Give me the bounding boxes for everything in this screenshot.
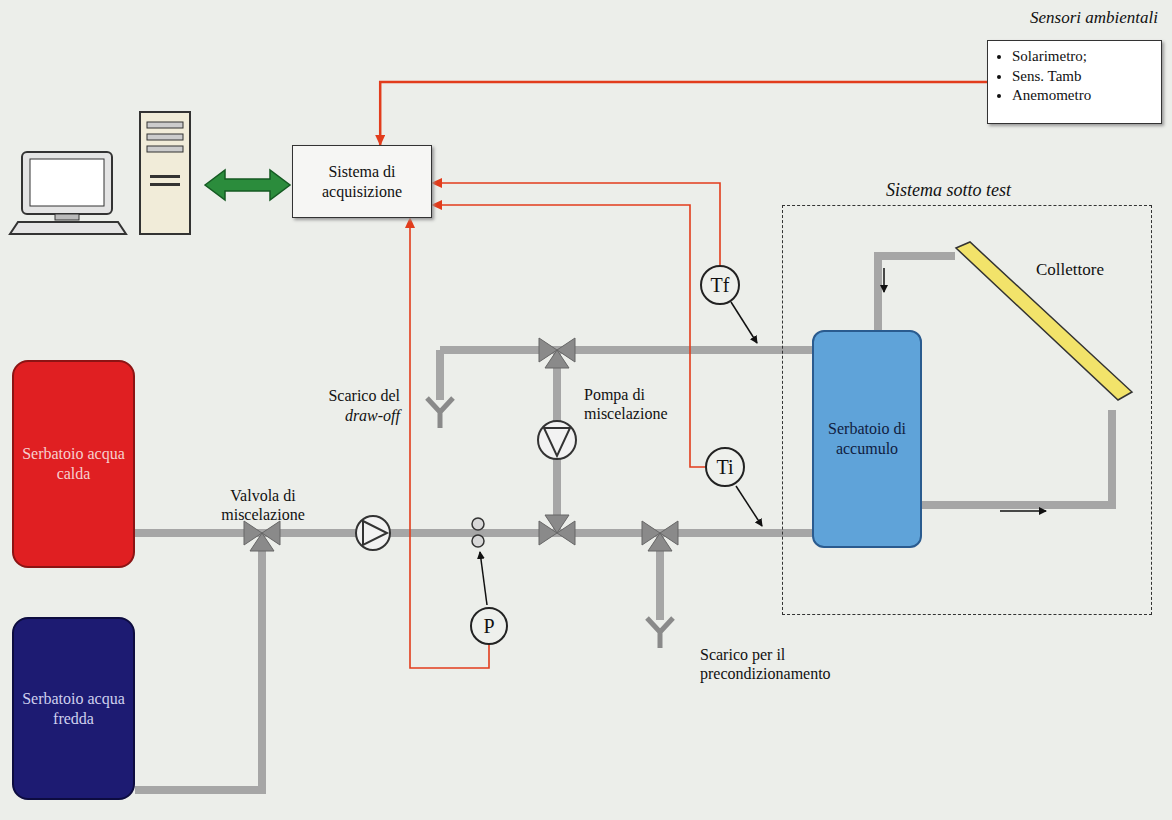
sensor-name: Anemometro (1012, 86, 1155, 106)
signal-wire (380, 82, 987, 145)
solar-collector: Collettore (940, 240, 1150, 430)
acquisition-box: Sistema di acquisizione (292, 145, 432, 218)
pipe-label: Pompa di miscelazione (584, 385, 684, 423)
storage-tank: Serbatoio di accumulo (812, 330, 922, 548)
signal-wire (410, 218, 489, 668)
cold-water-tank: Serbatoio acqua fredda (12, 617, 135, 800)
computer-icon (10, 112, 190, 234)
hot-water-tank: Serbatoio acqua calda (12, 360, 135, 568)
pipes (135, 256, 1112, 790)
sensor-symbol: P (483, 615, 494, 638)
collector-label: Collettore (1036, 260, 1104, 280)
sensor-item: Solarimetro; (1012, 47, 1155, 67)
test-boundary: Sistema sotto testSerbatoio di accumulo C… (782, 178, 1152, 615)
data-link-arrow (205, 170, 290, 200)
signal-wire (432, 205, 705, 467)
sensor-symbol: Ti (716, 456, 733, 479)
panel-title: Sensori ambientali (1030, 8, 1158, 28)
temperature-sensor: Tf (700, 265, 740, 305)
pressure-sensor: P (470, 607, 508, 645)
sensor-name: Sens. Tamb (1012, 67, 1155, 87)
drain-symbols (427, 398, 673, 648)
box-text: Serbatoio acqua fredda (20, 689, 127, 729)
pump-symbols (356, 421, 576, 550)
sensor-leaders (480, 302, 762, 605)
box-text: Serbatoio acqua calda (20, 444, 127, 484)
sensor-name: Solarimetro; (1012, 47, 1155, 67)
temperature-sensor: Ti (705, 447, 745, 487)
signal-wire (432, 183, 720, 265)
sensor-box: Solarimetro;Sens. TambAnemometro (987, 40, 1162, 124)
box-text: Sistema di acquisizione (299, 162, 425, 202)
boundary-title: Sistema sotto test (886, 180, 1011, 201)
sensor-item: Anemometro (1012, 86, 1155, 106)
valves (244, 338, 678, 551)
sensor-item: Sens. Tamb (1012, 67, 1155, 87)
sensor-symbol: Tf (711, 274, 730, 297)
collector-bar (956, 242, 1132, 400)
pipe-label: Scarico per il precondizionamento (700, 645, 900, 683)
flow-meter (472, 518, 484, 547)
box-text: Serbatoio di accumulo (820, 419, 914, 459)
sensor-panel: Sensori ambientaliSolarimetro;Sens. Tamb… (987, 6, 1162, 124)
pipe-label: Valvola di miscelazione (196, 486, 330, 524)
pipe-label: draw-off (280, 406, 400, 425)
pipe-label: Scarico del (280, 386, 400, 405)
sensor-list: Solarimetro;Sens. TambAnemometro (992, 47, 1155, 106)
